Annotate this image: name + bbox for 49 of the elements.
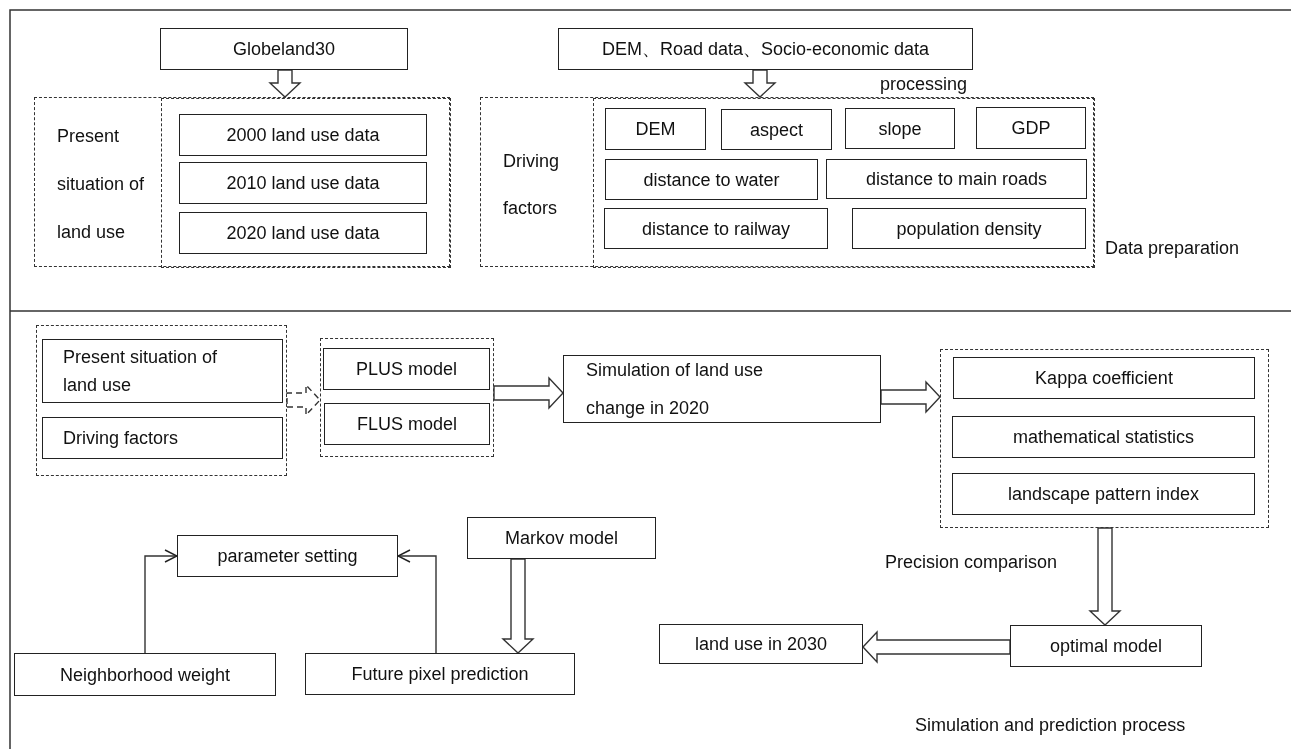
arrow [397, 549, 437, 654]
process-box: Present situation of land use [42, 339, 283, 403]
section-label: Simulation and prediction process [915, 714, 1186, 736]
section-label: processing [880, 73, 968, 95]
process-box: PLUS model [323, 348, 490, 390]
arrow [880, 380, 941, 414]
dashed-group-box [593, 98, 1095, 268]
group-label: Driving factors [503, 150, 560, 220]
process-box: Globeland30 [160, 28, 408, 70]
process-box: Future pixel prediction [305, 653, 575, 695]
process-box: mathematical statistics [952, 416, 1255, 458]
process-box: Driving factors [42, 417, 283, 459]
process-box: population density [852, 208, 1086, 249]
arrow [268, 69, 302, 98]
process-box: Simulation of land use change in 2020 [563, 355, 881, 423]
process-box: Markov model [467, 517, 656, 559]
process-box: slope [845, 108, 955, 149]
arrow [286, 383, 321, 417]
process-box: 2000 land use data [179, 114, 427, 156]
process-box: 2010 land use data [179, 162, 427, 204]
process-box: optimal model [1010, 625, 1202, 667]
dashed-group-box [161, 98, 451, 268]
process-box: distance to railway [604, 208, 828, 249]
process-box: FLUS model [324, 403, 490, 445]
process-box: GDP [976, 107, 1086, 149]
arrow [743, 69, 777, 98]
dashed-group-box [34, 97, 450, 267]
section-label: Data preparation [1105, 237, 1240, 259]
process-box: DEM、Road data、Socio-economic data [558, 28, 973, 70]
group-label: Present situation of land use [57, 125, 146, 244]
arrow [493, 376, 564, 410]
process-box: 2020 land use data [179, 212, 427, 254]
arrow [1088, 527, 1122, 626]
dashed-group-box [320, 338, 494, 457]
process-box: Kappa coefficient [953, 357, 1255, 399]
arrow [144, 549, 178, 654]
process-box: distance to water [605, 159, 818, 200]
process-box: distance to main roads [826, 159, 1087, 199]
dashed-group-box [36, 325, 287, 476]
process-box: landscape pattern index [952, 473, 1255, 515]
arrow [501, 558, 535, 654]
dashed-group-box [940, 349, 1269, 528]
process-box: DEM [605, 108, 706, 150]
arrow [862, 630, 1011, 664]
dashed-group-box [480, 97, 1094, 267]
process-box: aspect [721, 109, 832, 150]
process-box: land use in 2030 [659, 624, 863, 664]
process-box: parameter setting [177, 535, 398, 577]
process-box: Neighborhood weight [14, 653, 276, 696]
